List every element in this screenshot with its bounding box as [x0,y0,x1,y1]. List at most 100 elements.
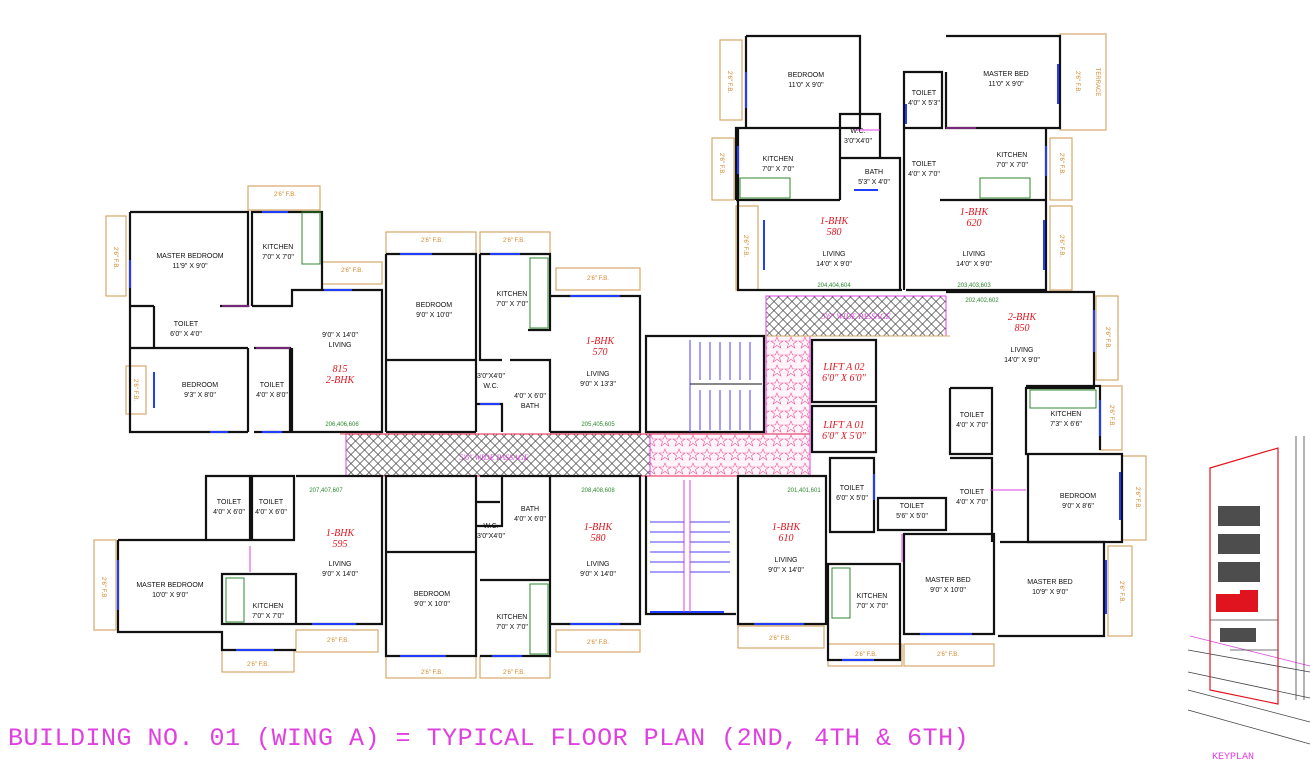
flower-bed [1107,545,1133,637]
svg-text:2'6" F.B.: 2'6" F.B. [769,636,791,642]
svg-text:2'6" F.B.: 2'6" F.B. [855,652,877,658]
svg-text:W.C.: W.C. [850,128,865,135]
svg-text:595: 595 [333,539,348,550]
svg-text:3'0"X4'0": 3'0"X4'0" [477,373,505,380]
svg-text:BATH: BATH [865,169,883,176]
flower-bed [711,137,735,201]
passage-label: 5'6" WIDE PASSAGE [459,453,528,462]
svg-text:9'0" X 14'0": 9'0" X 14'0" [322,332,358,339]
svg-text:9'0" X 10'0": 9'0" X 10'0" [414,601,450,608]
flat-number: 201,401,601 [787,488,821,494]
flat-number: 206,406,606 [325,422,359,428]
room-label: 3'0"X4'0"W.C. [477,373,505,390]
svg-text:KITCHEN: KITCHEN [263,244,294,251]
svg-text:4'0" X 5'3": 4'0" X 5'3" [908,100,940,107]
flower-bed [903,643,995,667]
flower-bed [295,629,379,653]
svg-text:1-BHK: 1-BHK [584,522,614,533]
svg-text:2'6" F.B.: 2'6" F.B. [587,640,609,646]
keyplan-buildings [1218,506,1260,642]
svg-text:850: 850 [1015,323,1030,334]
svg-text:2'6" F.B.: 2'6" F.B. [1058,235,1064,257]
walls [116,34,1124,662]
svg-text:4'0" X 7'0": 4'0" X 7'0" [908,171,940,178]
flower-bed [247,185,321,211]
svg-text:W.C.: W.C. [483,523,498,530]
svg-text:TOILET: TOILET [960,412,985,419]
svg-text:4'0" X 6'0": 4'0" X 6'0" [255,509,287,516]
svg-text:TOILET: TOILET [912,90,937,97]
svg-text:TOILET: TOILET [840,485,865,492]
svg-text:MASTER BED: MASTER BED [983,71,1029,78]
drawing-title: BUILDING NO. 01 (WING A) = TYPICAL FLOOR… [8,724,970,753]
svg-text:14'0" X 9'0": 14'0" X 9'0" [1004,357,1040,364]
svg-text:2'6" F.B.: 2'6" F.B. [937,652,959,658]
flat-number: 208,408,608 [581,488,615,494]
svg-text:2'6" F.B.: 2'6" F.B. [726,71,732,93]
svg-text:11'9" X 9'0": 11'9" X 9'0" [172,263,208,270]
room-label: 9'0" X 14'0"LIVING [322,332,358,349]
flat-number: 204,404,604 [817,283,851,289]
svg-text:7'0" X 7'0": 7'0" X 7'0" [996,162,1028,169]
svg-text:1-BHK: 1-BHK [586,336,616,347]
svg-text:2'6" F.B.: 2'6" F.B. [274,192,296,198]
room-label: TOILET 4'0" X 6'0" [213,499,245,516]
svg-text:7'0" X 7'0": 7'0" X 7'0" [496,301,528,308]
lobby-floor [649,433,811,477]
flower-bed [221,649,295,673]
svg-text:2'6" F.B.: 2'6" F.B. [1058,153,1064,175]
svg-text:7'0" X 7'0": 7'0" X 7'0" [762,166,794,173]
svg-text:2'6" F.B.: 2'6" F.B. [247,662,269,668]
svg-text:4'0" X 8'0": 4'0" X 8'0" [256,392,288,399]
room-label: KITCHEN 7'0" X 7'0" [496,291,528,308]
svg-text:2'6" F.B.: 2'6" F.B. [341,268,363,274]
room-label: TOILET 4'0" X 7'0" [908,161,940,178]
svg-text:2'6" F.B.: 2'6" F.B. [503,670,525,676]
svg-text:9'0" X 10'0": 9'0" X 10'0" [930,587,966,594]
flower-bed [555,629,641,653]
svg-text:2'6" F.B.: 2'6" F.B. [1134,487,1140,509]
room-label: TOILET 4'0" X 8'0" [256,382,288,399]
top-passage [765,295,947,337]
svg-text:6'0" X 4'0": 6'0" X 4'0" [170,331,202,338]
svg-text:TOILET: TOILET [912,161,937,168]
svg-text:610: 610 [779,533,794,544]
lift-a02-size: 6'0" X 6'0" [822,373,867,384]
svg-text:570: 570 [593,347,608,358]
room-label: W.C.3'0"X4'0" [477,523,505,540]
svg-text:4'0" X 6'0": 4'0" X 6'0" [213,509,245,516]
svg-text:2-BHK: 2-BHK [326,375,356,386]
flat-number: 202,402,602 [965,298,999,304]
lift-a01-size: 6'0" X 5'0" [822,431,867,442]
flat-numbers: 206,406,606 205,405,605 204,404,604 203,… [309,283,999,494]
svg-text:14'0" X 9'0": 14'0" X 9'0" [956,261,992,268]
svg-text:BATH: BATH [521,506,539,513]
svg-text:TOILET: TOILET [260,382,285,389]
keyplan [1187,436,1310,745]
svg-text:KITCHEN: KITCHEN [497,291,528,298]
svg-text:1-BHK: 1-BHK [772,522,802,533]
svg-text:BEDROOM: BEDROOM [788,72,824,79]
svg-text:1-BHK: 1-BHK [960,207,990,218]
svg-text:TOILET: TOILET [217,499,242,506]
